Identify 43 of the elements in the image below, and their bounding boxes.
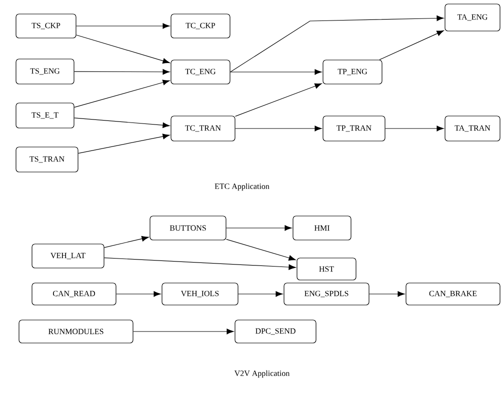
- arrow: [78, 134, 170, 154]
- process-box: TS_ENG: [16, 58, 74, 84]
- arrow: [226, 225, 292, 231]
- process-box: CAN_READ: [32, 282, 116, 306]
- process-box: TC_TRAN: [170, 116, 236, 142]
- process-box: ENG_SPDLS: [284, 282, 370, 306]
- arrow: [379, 30, 444, 60]
- process-box: TS_CKP: [16, 14, 76, 38]
- process-box: CAN_BRAKE: [406, 282, 500, 306]
- arrow: [238, 291, 283, 297]
- arrow: [235, 126, 322, 132]
- arrow: [76, 23, 170, 29]
- process-box: TC_ENG: [170, 60, 230, 84]
- arrow: [369, 291, 405, 297]
- arrow: [74, 80, 170, 108]
- process-box: VEH_LAT: [32, 244, 104, 268]
- process-box: DPC_SEND: [234, 320, 316, 344]
- arrow: [385, 126, 444, 132]
- arrow: [116, 291, 161, 297]
- process-box: TC_CKP: [170, 14, 230, 38]
- diagram-caption: V2V Application: [234, 370, 290, 378]
- arrow: [74, 69, 170, 75]
- process-box: VEH_IOLS: [162, 282, 238, 306]
- process-box: TA_ENG: [444, 4, 500, 32]
- process-box: HST: [296, 258, 356, 280]
- arrow: [104, 258, 296, 270]
- arrow: [230, 69, 322, 75]
- process-box: TP_TRAN: [322, 116, 386, 142]
- process-box: TS_TRAN: [16, 146, 78, 172]
- arrow: [104, 236, 149, 248]
- arrow: [76, 34, 170, 64]
- process-box: HMI: [292, 216, 352, 240]
- process-box: BUTTONS: [150, 216, 226, 240]
- process-box: TA_TRAN: [444, 116, 500, 142]
- diagram-caption: ETC Application: [214, 183, 270, 191]
- arrow: [133, 328, 234, 334]
- arrow: [235, 83, 322, 117]
- process-box: RUNMODULES: [18, 320, 134, 344]
- process-box: TP_ENG: [322, 60, 382, 84]
- arrow: [226, 239, 296, 261]
- process-box: TS_E_T: [16, 102, 74, 128]
- arrow: [74, 118, 170, 128]
- arrow: [230, 15, 444, 72]
